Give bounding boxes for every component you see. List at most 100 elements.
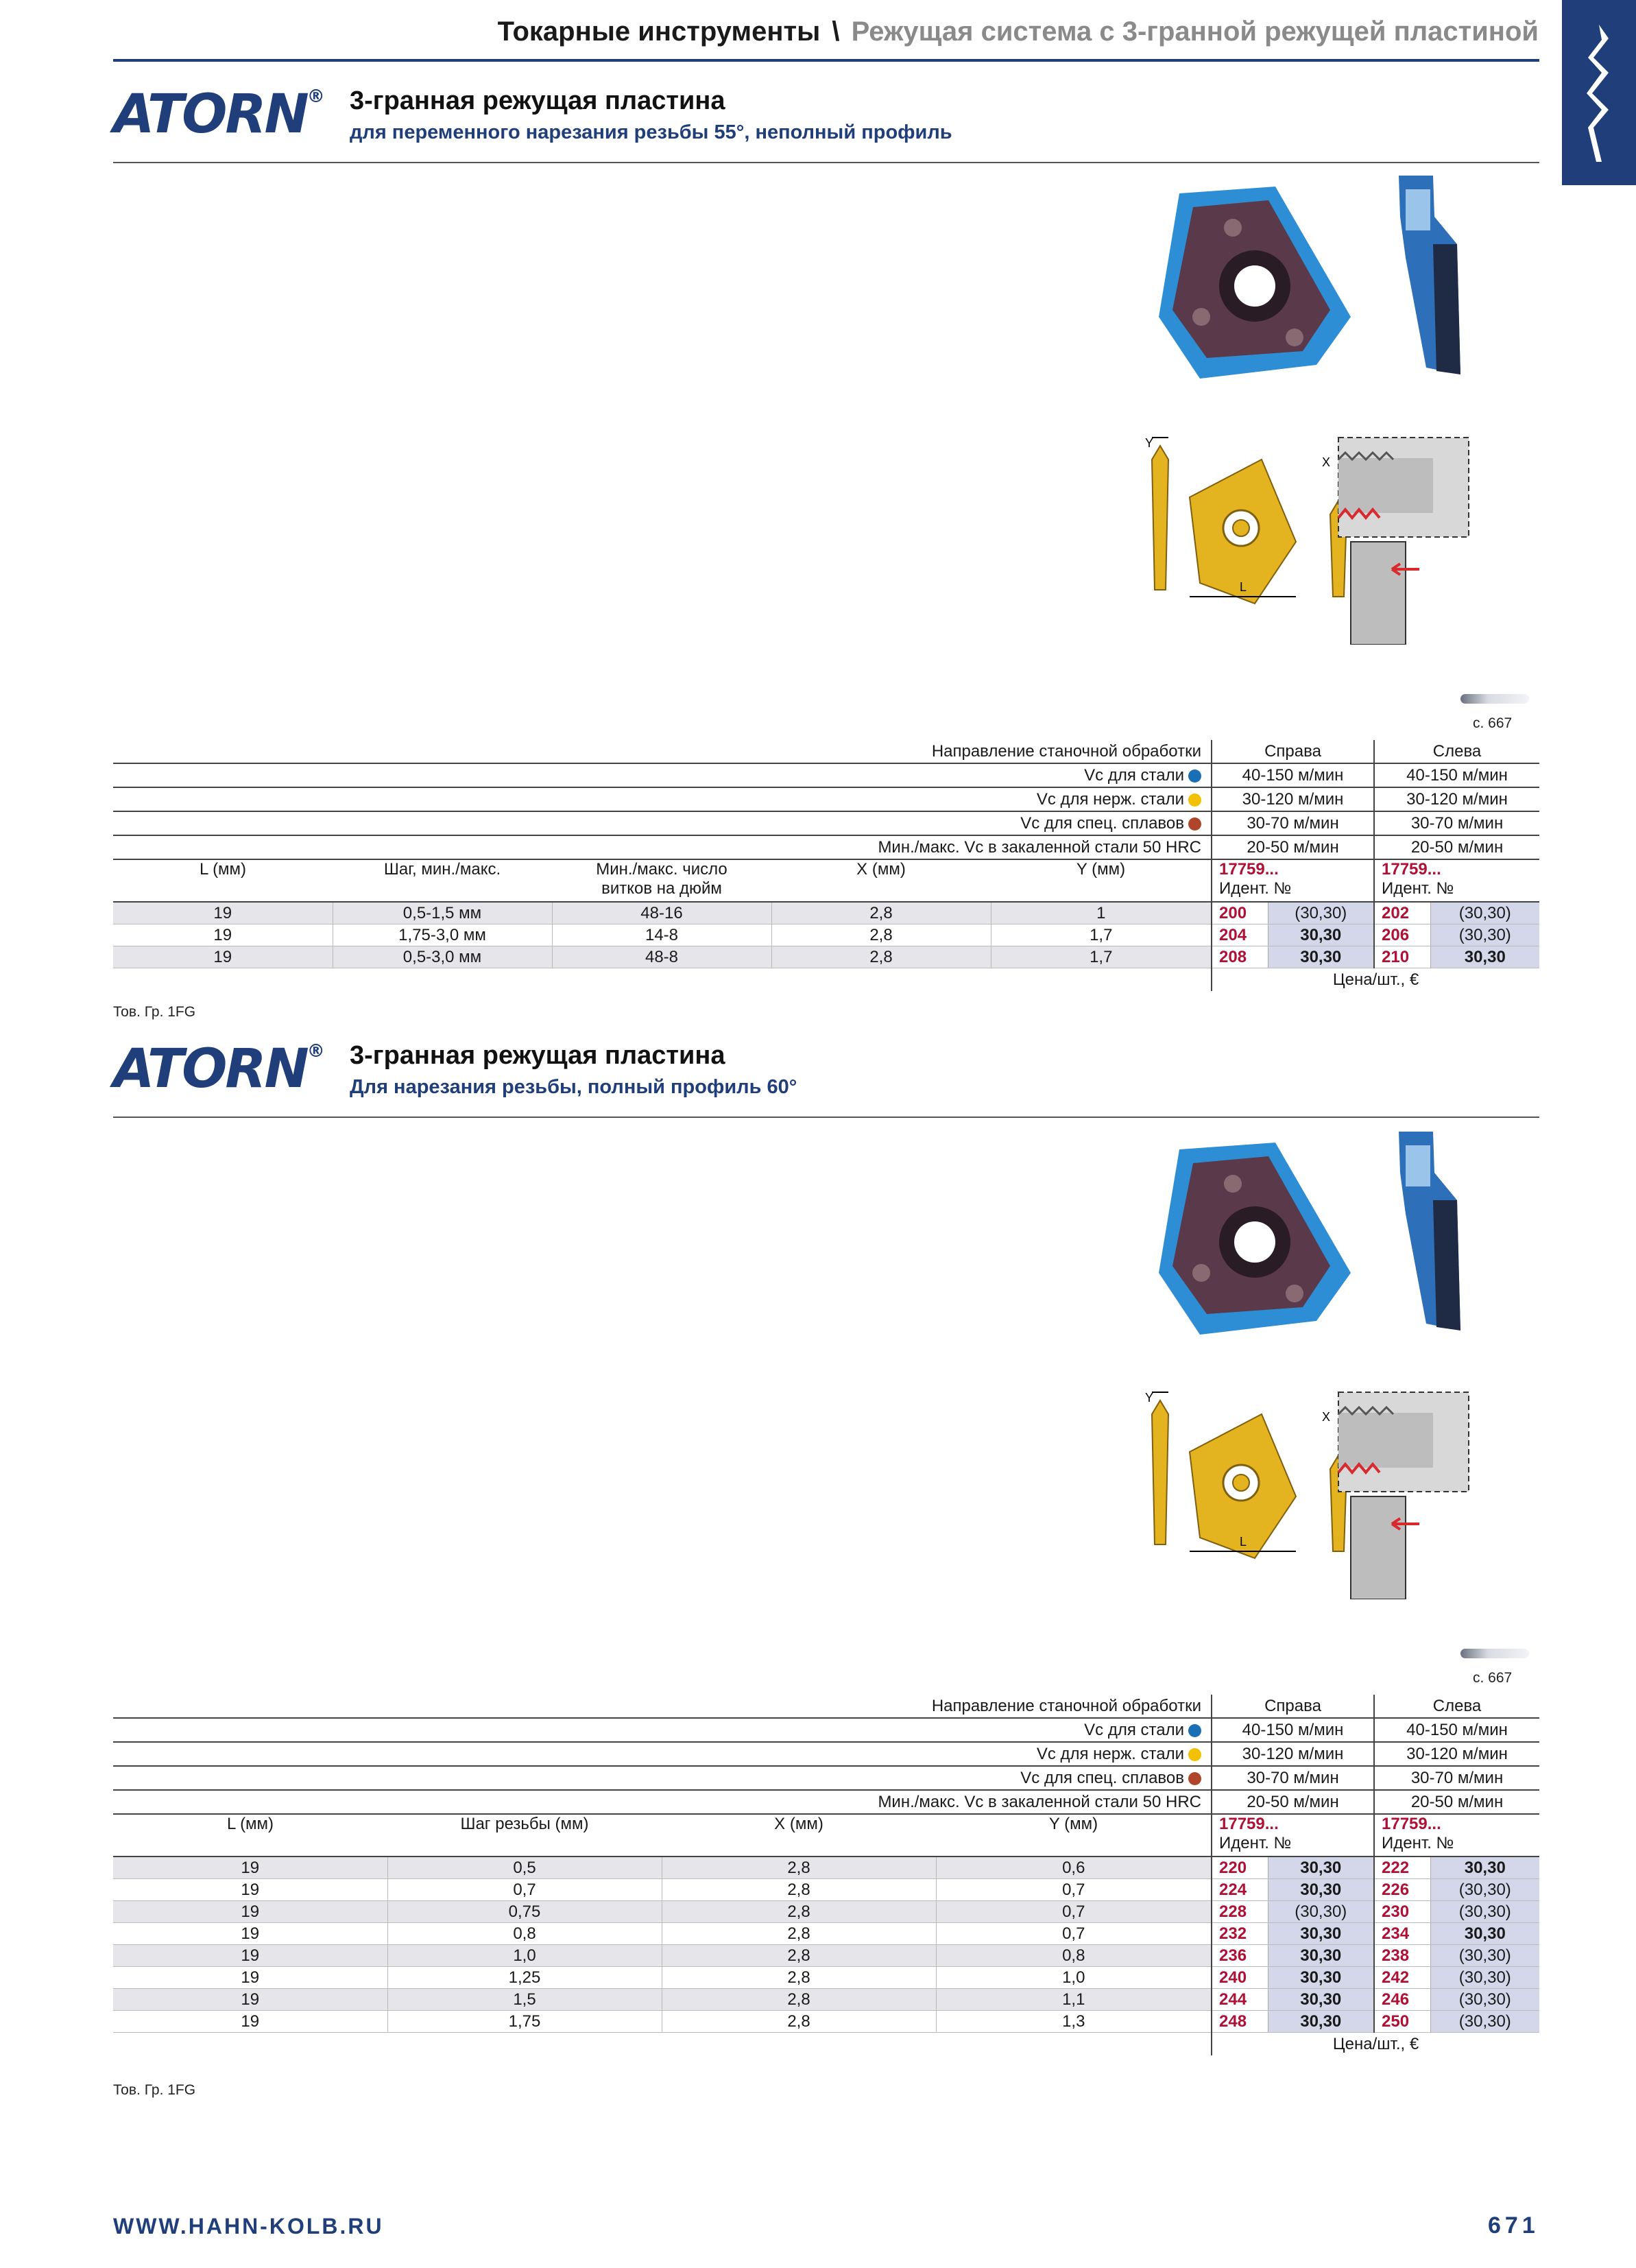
insert-side-photo	[1399, 176, 1460, 374]
page-reference[interactable]: с. 667	[1473, 1670, 1513, 1686]
id-right: 248	[1211, 2010, 1268, 2033]
cell-y: 1	[990, 902, 1212, 924]
cell-y: 1,7	[990, 946, 1212, 968]
id-right: 240	[1211, 1966, 1268, 1989]
special-alloy-dot-icon	[1188, 1772, 1201, 1785]
price-left: (30,30)	[1430, 1900, 1540, 1923]
id-left: 226	[1373, 1878, 1431, 1901]
condition-left: 20-50 м/мин	[1373, 835, 1540, 860]
cell-pitch: 0,5-3,0 мм	[332, 946, 552, 968]
id-header-left: 17759...Идент. №	[1373, 859, 1540, 903]
price-left: (30,30)	[1430, 1966, 1540, 1989]
cell-pitch: 1,5	[387, 1988, 662, 2011]
column-header: X (мм)	[771, 859, 991, 903]
cell-y: 1,3	[935, 2010, 1212, 2033]
page-ref-icon	[1460, 1649, 1529, 1658]
price-right: 30,30	[1267, 2010, 1375, 2033]
id-label: Идент. №	[1219, 879, 1292, 898]
cell-l: 19	[113, 1900, 387, 1923]
condition-right: 20-50 м/мин	[1210, 835, 1375, 860]
condition-label: Vc для спец. сплавов	[1020, 814, 1184, 833]
diagram-l-label: L	[1240, 580, 1247, 594]
id-right: 236	[1211, 1944, 1268, 1967]
price-right: 30,30	[1267, 1988, 1375, 2011]
id-header-left: 17759...Идент. №	[1373, 1814, 1540, 1857]
cell-x: 2,8	[661, 1944, 936, 1967]
product-title: 3-гранная режущая пластина	[350, 86, 725, 115]
cell-l: 19	[113, 1966, 387, 1989]
table-row: 19 1,25 2,8 1,0 240 30,30 242 (30,30)	[113, 1966, 1540, 1989]
condition-label: Мин./макс. Vc в закаленной стали 50 HRC	[113, 1790, 1212, 1815]
price-right: (30,30)	[1267, 1900, 1375, 1923]
direction-label: Направление станочной обработки	[113, 740, 1212, 764]
cell-l: 19	[113, 1944, 387, 1967]
condition-left: 30-70 м/мин	[1373, 1766, 1540, 1791]
cell-x: 2,8	[771, 924, 991, 946]
condition-row: Мин./макс. Vc в закаленной стали 50 HRC …	[113, 1790, 1540, 1815]
table-row: 19 1,75 2,8 1,3 248 30,30 250 (30,30)	[113, 2010, 1540, 2033]
condition-right: 20-50 м/мин	[1210, 1790, 1375, 1815]
stainless-dot-icon	[1188, 1748, 1201, 1761]
id-label: Идент. №	[1382, 1834, 1454, 1852]
price-right: 30,30	[1267, 1966, 1375, 1989]
condition-label: Vc для стали	[1084, 766, 1184, 785]
condition-row: Vc для нерж. стали 30-120 м/мин 30-120 м…	[113, 1742, 1540, 1767]
cell-l: 19	[113, 1988, 387, 2011]
diagram-l-label: L	[1240, 1535, 1247, 1549]
id-prefix: 17759...	[1382, 860, 1441, 879]
page-ref-icon	[1460, 694, 1529, 704]
condition-row: Vc для спец. сплавов 30-70 м/мин 30-70 м…	[113, 1766, 1540, 1791]
column-header-row: L (мм) Шаг, мин./макс. Мин./макс. число …	[113, 859, 1540, 903]
cell-tpi: 48-16	[551, 902, 771, 924]
id-left: 250	[1373, 2010, 1431, 2033]
brand-logo-text: ATORN	[113, 84, 309, 145]
price-label: Цена/шт., €	[1210, 2032, 1540, 2055]
page-reference[interactable]: с. 667	[1473, 715, 1513, 731]
diagram-y-label: Y	[1145, 1391, 1153, 1405]
condition-left: 20-50 м/мин	[1373, 1790, 1540, 1815]
stainless-dot-icon	[1188, 793, 1201, 807]
cell-l: 19	[113, 946, 333, 968]
condition-label: Vc для стали	[1084, 1721, 1184, 1739]
product-group: Тов. Гр. 1FG	[113, 2082, 196, 2098]
cell-pitch: 1,0	[387, 1944, 662, 1967]
direction-row: Направление станочной обработки Справа С…	[113, 740, 1540, 764]
price-right: 30,30	[1267, 1922, 1375, 1945]
id-label: Идент. №	[1382, 879, 1454, 898]
cell-y: 0,7	[935, 1878, 1212, 1901]
condition-left: 40-150 м/мин	[1373, 1718, 1540, 1743]
cell-y: 1,7	[990, 924, 1212, 946]
brand-logo: ATORN®	[113, 88, 325, 141]
cell-l: 19	[113, 902, 333, 924]
condition-left: 30-120 м/мин	[1373, 787, 1540, 812]
table-row: 19 0,5 2,8 0,6 220 30,30 222 30,30	[113, 1857, 1540, 1879]
diagram-x-label: X	[1322, 1410, 1330, 1424]
price-left: (30,30)	[1430, 902, 1540, 924]
id-left: 202	[1373, 902, 1431, 924]
id-right: 204	[1211, 924, 1268, 946]
insert-photo	[1159, 187, 1351, 379]
condition-right: 40-150 м/мин	[1210, 1718, 1375, 1743]
cell-x: 2,8	[661, 1857, 936, 1879]
product-title: 3-гранная режущая пластина	[350, 1041, 725, 1070]
column-header: Мин./макс. число витков на дюйм	[552, 859, 771, 903]
brand-logo-text: ATORN	[113, 1038, 309, 1100]
table-row: 19 0,5-1,5 мм 48-16 2,8 1 200 (30,30) 20…	[113, 902, 1540, 924]
condition-label: Vc для нерж. стали	[1036, 790, 1184, 809]
insert-side-photo	[1399, 1132, 1460, 1330]
id-left: 206	[1373, 924, 1431, 946]
drill-icon	[1587, 25, 1609, 162]
cell-y: 0,7	[935, 1900, 1212, 1923]
direction-left: Слева	[1373, 740, 1540, 764]
price-right: 30,30	[1267, 1857, 1375, 1879]
id-right: 208	[1211, 946, 1268, 968]
condition-left: 30-120 м/мин	[1373, 1742, 1540, 1767]
diagram-x-label: X	[1322, 455, 1330, 469]
brand-reg-mark: ®	[306, 86, 325, 107]
id-right: 200	[1211, 902, 1268, 924]
cell-x: 2,8	[771, 946, 991, 968]
cell-pitch: 1,25	[387, 1966, 662, 1989]
footer-url-link[interactable]: WWW.HAHN-KOLB.RU	[113, 2214, 384, 2239]
id-header-right: 17759...Идент. №	[1210, 859, 1375, 903]
id-prefix: 17759...	[1382, 1815, 1441, 1833]
